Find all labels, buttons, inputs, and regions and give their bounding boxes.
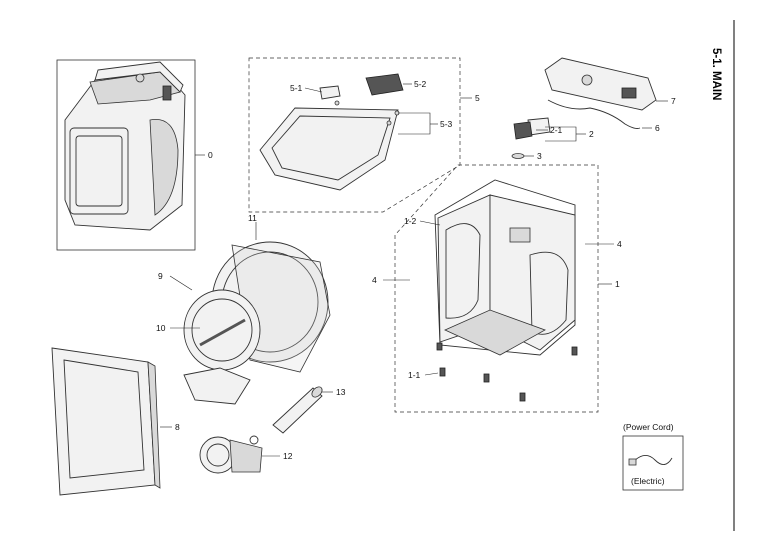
leader-5-3-bracket — [398, 112, 431, 135]
callout-11: 11 — [248, 213, 257, 223]
callout-4-left: 4 — [372, 275, 377, 285]
part-5-1-screw — [334, 100, 340, 106]
top-plate-inner — [271, 115, 391, 181]
callout-5-2: 5-2 — [414, 79, 427, 89]
leader-1-2 — [419, 220, 441, 226]
leader-5-1 — [304, 87, 323, 93]
cabinet-left-opening — [445, 223, 481, 319]
callout-5: 5 — [475, 93, 480, 103]
power-cord-plug — [628, 458, 637, 466]
power-cord-title: (Power Cord) — [623, 422, 674, 432]
cabinet-right-opening — [529, 251, 569, 335]
callout-2: 2 — [589, 129, 594, 139]
drum-baffle — [199, 318, 246, 347]
part-3-clip — [511, 153, 525, 159]
cabinet-foot-1 — [436, 342, 443, 351]
group-5-dashed-frame — [248, 57, 461, 213]
duct-tube — [272, 387, 323, 434]
callout-7: 7 — [671, 96, 676, 106]
part-1-1-leveling-foot-c — [519, 392, 526, 402]
drum-assembly: 11 9 10 — [156, 213, 331, 405]
dryer-knob — [135, 73, 145, 83]
leader-1-1 — [424, 372, 439, 376]
callout-13: 13 — [336, 387, 346, 397]
power-cord-box: (Power Cord) (Electric) — [622, 422, 684, 491]
power-cord-caption: (Electric) — [631, 476, 665, 486]
part-13-exhaust-duct: 13 — [272, 386, 346, 434]
blower-fan — [206, 443, 230, 467]
part-1-1-leveling-foot-b — [483, 373, 490, 383]
part-0-assembled-dryer: 0 — [56, 59, 213, 251]
duct-end — [311, 386, 323, 398]
blower-clamp — [249, 435, 259, 445]
lint-duct — [183, 367, 251, 405]
callout-5-3: 5-3 — [440, 119, 453, 129]
callout-3: 3 — [537, 151, 542, 161]
part-9-front-bulkhead — [183, 289, 261, 371]
dryer-display — [162, 85, 172, 101]
cabinet-vent — [509, 227, 531, 243]
part-7-display — [621, 87, 637, 99]
dryer-side-panel — [149, 118, 179, 216]
part-1-1-leveling-foot-a — [439, 367, 446, 377]
part-7-control-panel — [544, 57, 657, 111]
part-1-1-leveling-foot-d — [571, 346, 578, 356]
part-10-drum-front-opening — [191, 298, 253, 362]
part-5-top-plate-group: 5-1 5-2 5-3 5 — [248, 57, 480, 213]
callout-0: 0 — [208, 150, 213, 160]
dryer-door-window — [75, 135, 123, 207]
leader-9 — [169, 275, 193, 291]
callout-2-1: 2-1 — [550, 125, 563, 135]
callout-12: 12 — [283, 451, 293, 461]
callout-10: 10 — [156, 323, 166, 333]
top-plate — [259, 107, 399, 191]
callout-1-1: 1-1 — [408, 370, 421, 380]
part-5-2 — [365, 73, 404, 96]
part-1-cabinet: 1-1 1-2 4 4 1 — [372, 164, 622, 413]
section-title: 5-1. MAIN — [710, 48, 722, 100]
part-8-front-door: 8 — [51, 347, 180, 496]
callout-1-2: 1-2 — [404, 216, 417, 226]
cabinet-base — [444, 309, 546, 356]
dryer-door — [69, 127, 129, 215]
blower-outlet — [229, 439, 263, 473]
callout-1: 1 — [615, 279, 620, 289]
part-7-knob — [581, 74, 593, 86]
part-12-blower-motor: 12 — [199, 435, 293, 474]
part-5-3-screw-b — [386, 120, 392, 126]
dryer-control-panel — [94, 61, 184, 93]
callout-6: 6 — [655, 123, 660, 133]
power-cord-icon — [632, 455, 673, 465]
callout-9: 9 — [158, 271, 163, 281]
callout-4-right: 4 — [617, 239, 622, 249]
callout-5-1: 5-1 — [290, 83, 303, 93]
part-2-1-pcb — [513, 121, 533, 140]
part-6-wire-harness — [547, 99, 641, 129]
door-edge — [147, 361, 161, 489]
part-5-1 — [319, 85, 341, 100]
door-inner-frame — [63, 359, 145, 479]
control-panel-parts: 7 6 2-1 2 3 — [511, 57, 676, 161]
callout-8: 8 — [175, 422, 180, 432]
